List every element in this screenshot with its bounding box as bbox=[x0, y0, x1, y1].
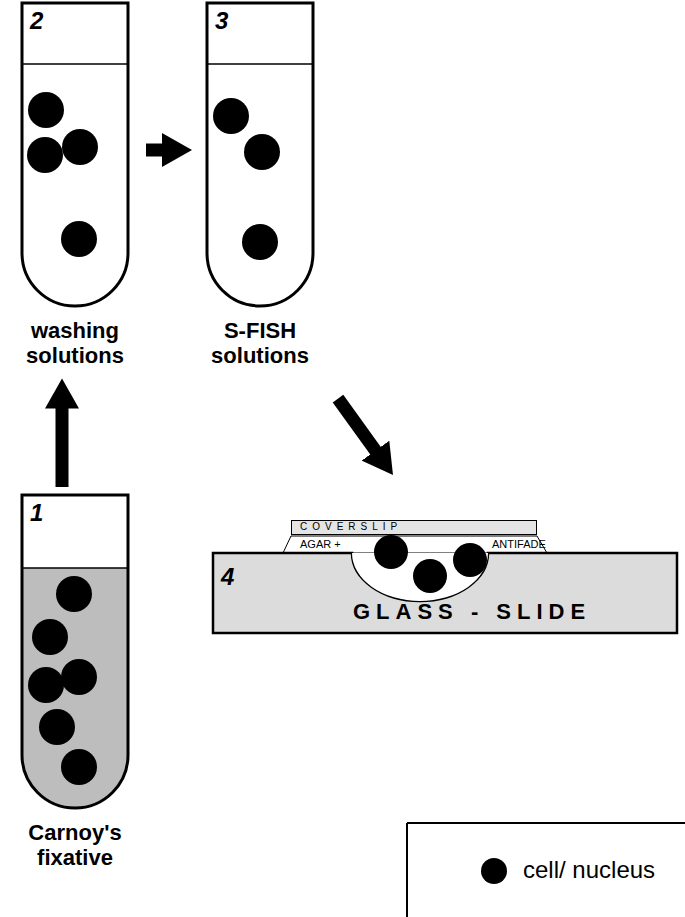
coverslip: COVERSLIP bbox=[291, 520, 537, 535]
callout-number: 2 bbox=[30, 9, 43, 33]
cell-nucleus bbox=[244, 134, 280, 170]
cell-nucleus bbox=[61, 749, 97, 785]
test-tube: 2washing solutions bbox=[5, 3, 145, 369]
tube-label: Carnoy's fixative bbox=[5, 495, 145, 871]
process-arrow bbox=[146, 144, 168, 157]
tube-wall bbox=[22, 495, 128, 808]
cell-nucleus bbox=[32, 619, 68, 655]
cell-nucleus bbox=[56, 576, 92, 612]
tube-label: S-FISH solutions bbox=[190, 3, 330, 369]
callout-number: 3 bbox=[215, 9, 228, 33]
tube-outline bbox=[207, 3, 313, 306]
cell-nucleus bbox=[61, 659, 97, 695]
tube-headspace bbox=[22, 3, 128, 64]
liquid-level bbox=[207, 63, 313, 65]
agar-drop bbox=[283, 536, 547, 553]
test-tube: 3S-FISH solutions bbox=[190, 3, 330, 369]
tube-headspace bbox=[207, 3, 313, 64]
cell-nucleus bbox=[413, 559, 447, 593]
callout-number: 1 bbox=[30, 501, 43, 525]
cell-nucleus bbox=[28, 667, 64, 703]
tube-wall bbox=[22, 3, 128, 306]
legend-border bbox=[407, 822, 685, 824]
tube-outline bbox=[22, 3, 128, 306]
coverslip-label: COVERSLIP bbox=[300, 522, 402, 532]
cell-nucleus bbox=[27, 137, 63, 173]
callout-number: 4 bbox=[221, 565, 234, 589]
legend-border bbox=[406, 823, 408, 917]
medium-label: ANTIFADE bbox=[492, 539, 546, 550]
legend-text: cell/ nucleus bbox=[523, 857, 655, 883]
tube-outline bbox=[22, 495, 128, 808]
tube-label: washing solutions bbox=[5, 3, 145, 369]
liquid-level bbox=[22, 63, 128, 65]
cell-nucleus bbox=[374, 535, 408, 569]
tube-wall bbox=[207, 3, 313, 306]
cell-nucleus bbox=[242, 224, 278, 260]
cell-nucleus bbox=[39, 709, 75, 745]
legend-cell-symbol bbox=[481, 858, 507, 884]
medium-label: AGAR + bbox=[300, 539, 341, 550]
cell-nucleus bbox=[61, 221, 97, 257]
cell-nucleus bbox=[213, 98, 249, 134]
liquid bbox=[22, 495, 128, 808]
liquid bbox=[207, 3, 313, 306]
slide-body bbox=[213, 553, 677, 633]
cell-nucleus bbox=[62, 129, 98, 165]
cell-nucleus bbox=[453, 543, 487, 577]
liquid-level bbox=[22, 567, 128, 569]
liquid bbox=[22, 3, 128, 306]
process-arrow bbox=[338, 399, 379, 456]
process-arrow bbox=[56, 403, 69, 487]
cell-nucleus bbox=[28, 92, 64, 128]
test-tube: 1Carnoy's fixative bbox=[5, 495, 145, 871]
glass-slide: 4GLASS - SLIDE bbox=[213, 553, 677, 633]
slide-label: GLASS - SLIDE bbox=[353, 601, 591, 623]
tube-headspace bbox=[22, 495, 128, 568]
